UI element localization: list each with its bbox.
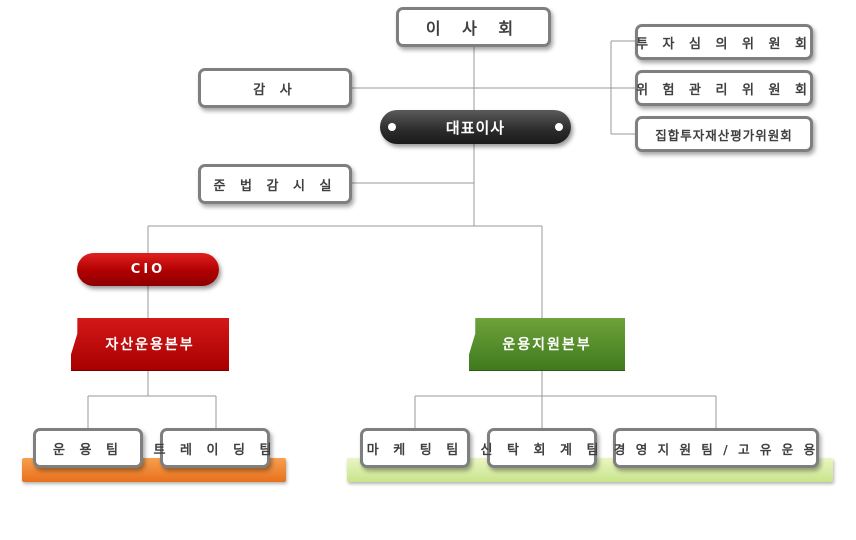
team-box: 신 탁 회 계 팀 — [481, 428, 598, 468]
risk-committee-box: 위 험 관 리 위 원 회 — [635, 70, 813, 106]
team-label: 마 케 팅 팀 — [366, 442, 464, 458]
auditor-label: 감 사 — [253, 82, 297, 98]
board-label: 이 사 회 — [425, 19, 522, 38]
auditor-box: 감 사 — [198, 68, 352, 108]
valuation-committee-box: 집합투자재산평가위원회 — [635, 116, 813, 152]
board-box: 이 사 회 — [396, 7, 551, 47]
asset-division-label: 자산운용본부 — [105, 337, 195, 353]
compliance-label: 준 법 감 시 실 — [213, 178, 337, 194]
ceo-left-dot — [388, 123, 396, 131]
team-box: 경 영 지 원 팀 / 고 유 운 용 — [613, 428, 819, 468]
team-box: 운 용 팀 — [33, 428, 143, 468]
compliance-box: 준 법 감 시 실 — [198, 164, 352, 204]
ceo-box: 대표이사 — [380, 110, 571, 144]
team-label: 신 탁 회 계 팀 — [480, 442, 604, 458]
team-label: 경 영 지 원 팀 / 고 유 운 용 — [613, 441, 819, 457]
investment-committee-box: 투 자 심 의 위 원 회 — [635, 24, 813, 60]
ceo-right-dot — [555, 123, 563, 131]
cio-label: CIO — [130, 262, 166, 277]
team-box: 마 케 팅 팀 — [360, 428, 470, 468]
risk-committee-label: 위 험 관 리 위 원 회 — [636, 82, 812, 98]
valuation-committee-label: 집합투자재산평가위원회 — [655, 127, 793, 143]
support-division-label: 운용지원본부 — [502, 337, 592, 353]
team-label: 트 레 이 딩 팀 — [153, 442, 277, 458]
cio-box: CIO — [77, 253, 219, 286]
investment-committee-label: 투 자 심 의 위 원 회 — [636, 36, 812, 52]
asset-division-banner: 자산운용본부 — [71, 318, 229, 370]
ceo-label: 대표이사 — [445, 118, 506, 137]
team-label: 운 용 팀 — [53, 442, 123, 458]
support-division-banner: 운용지원본부 — [469, 318, 625, 370]
team-box: 트 레 이 딩 팀 — [154, 428, 271, 468]
